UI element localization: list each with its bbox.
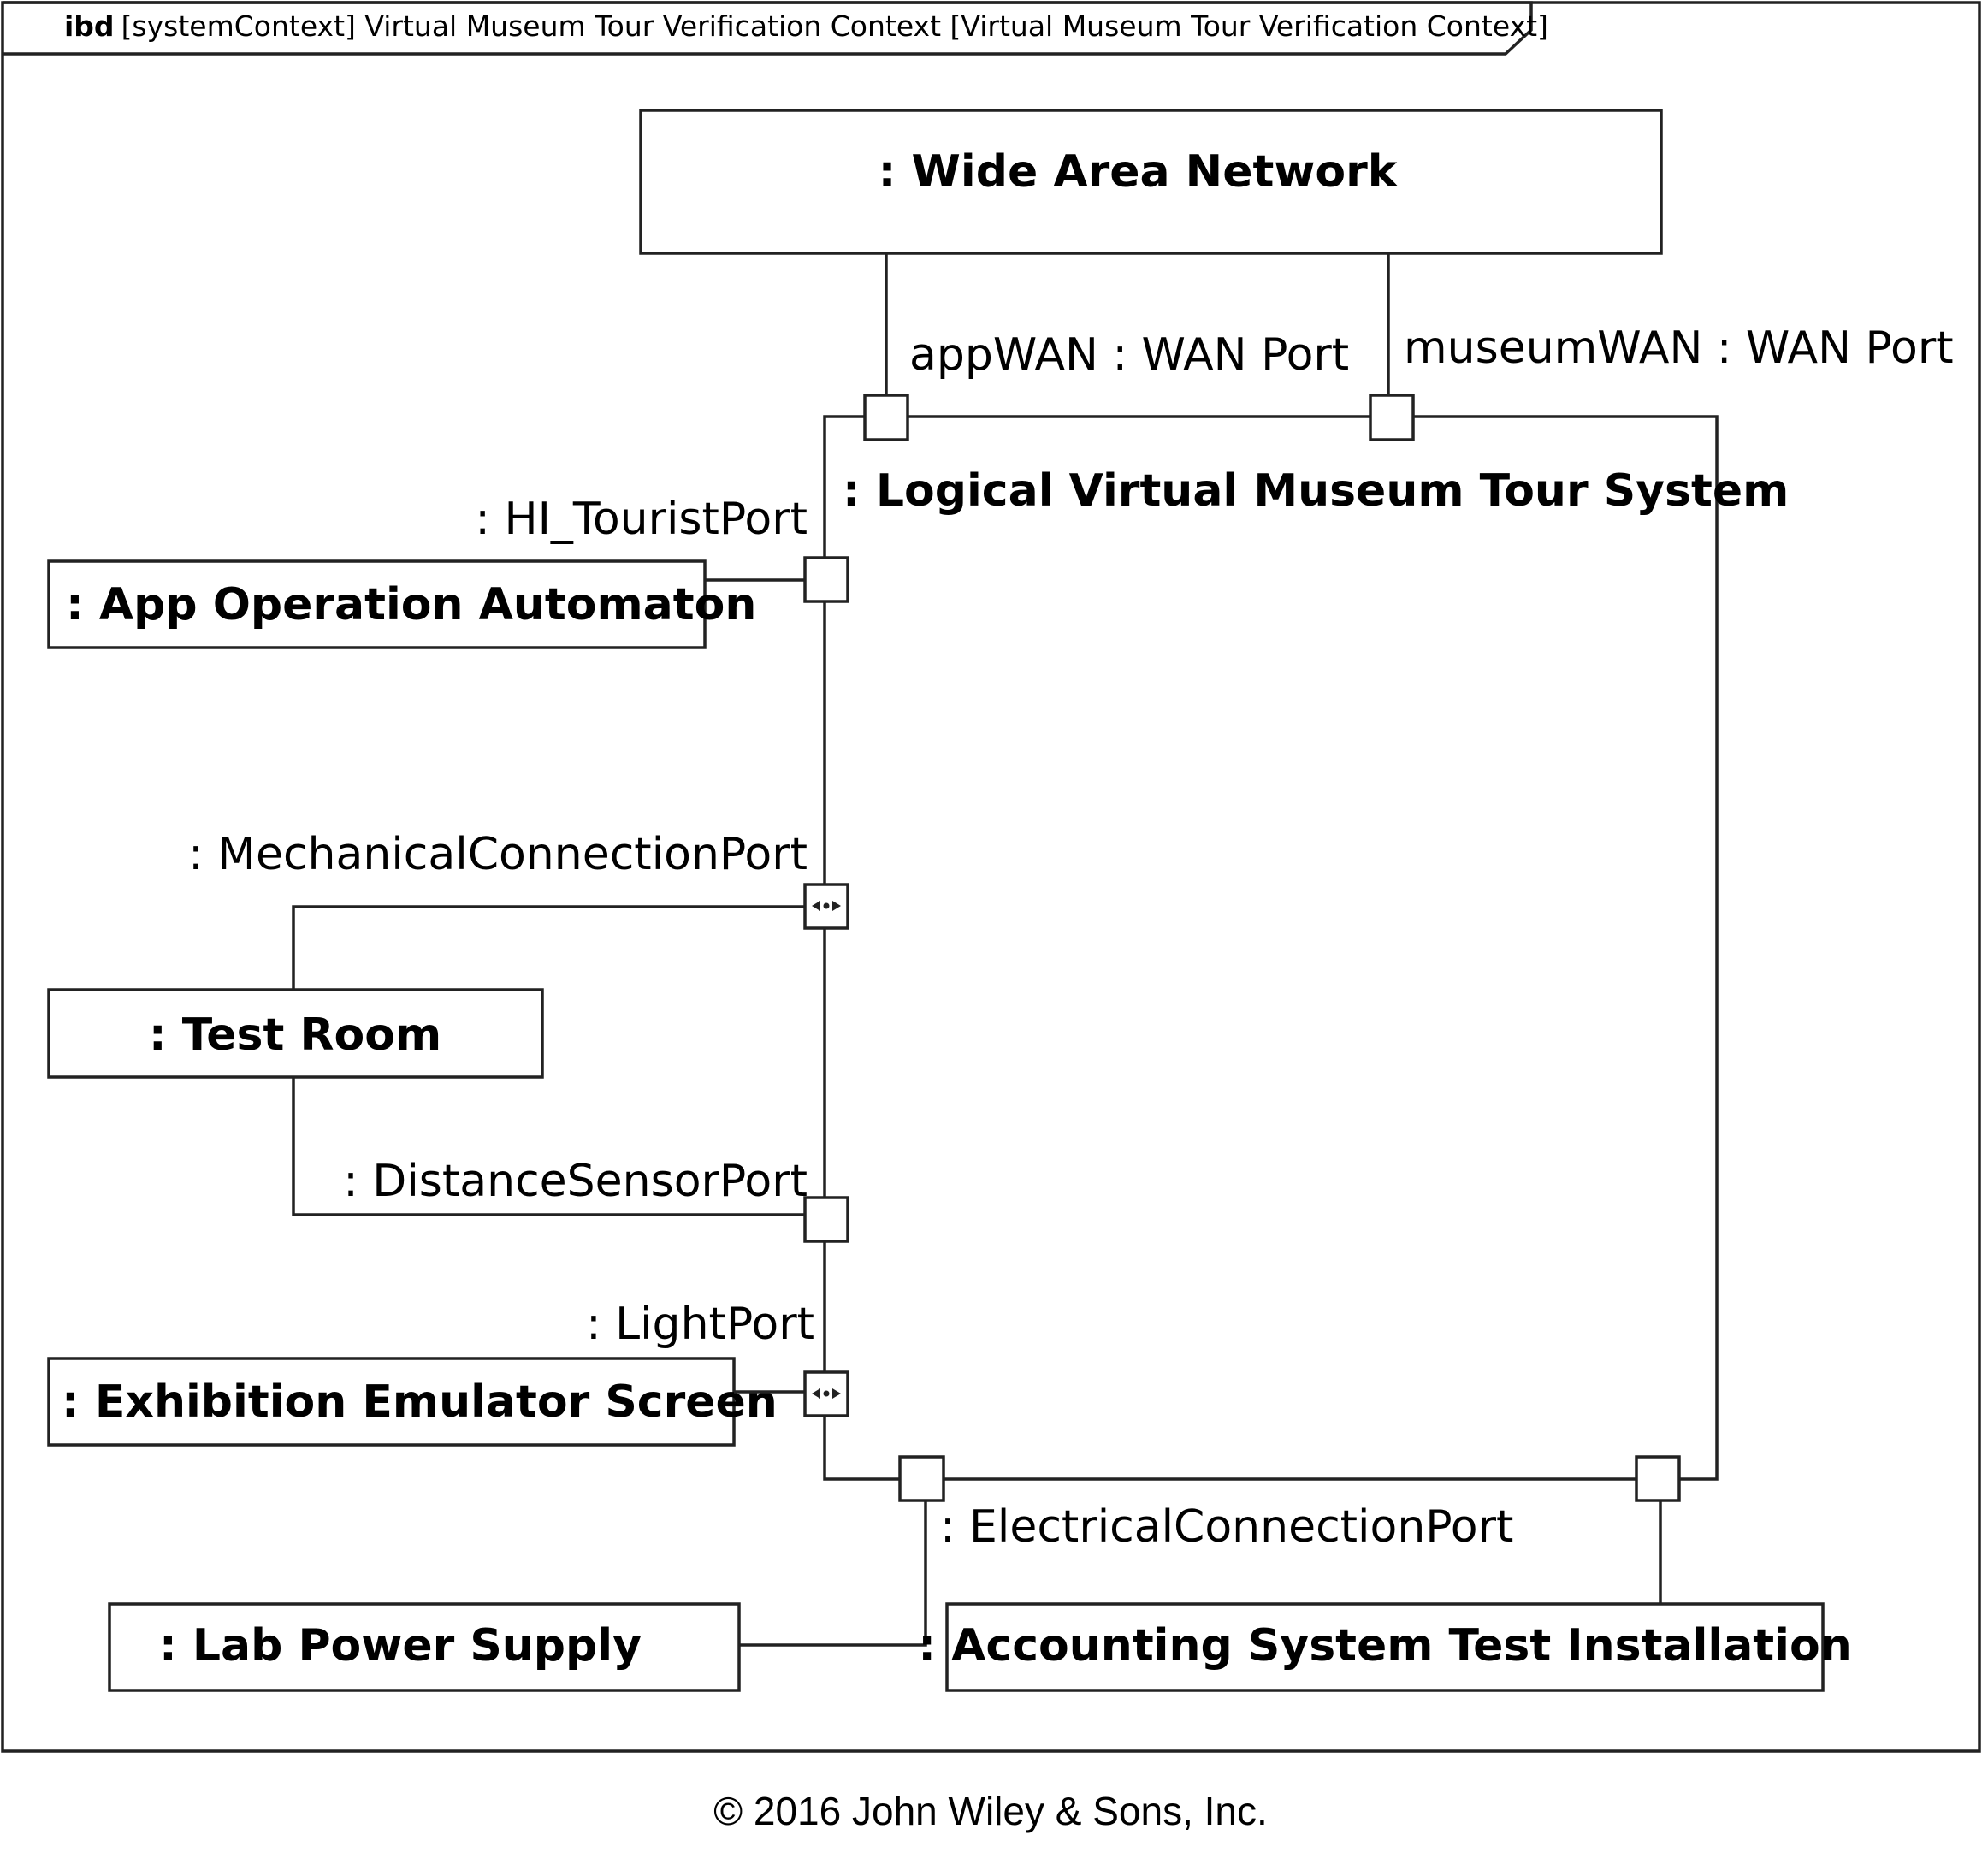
app-automaton-label: : App Operation Automaton bbox=[66, 579, 756, 630]
flow-arrow-icon bbox=[812, 901, 841, 911]
port-label-electrical: : ElectricalConnectionPort bbox=[940, 1501, 1513, 1553]
system-block-label: : Logical Virtual Museum Tour System bbox=[843, 465, 1789, 517]
accounting-label: : Accounting System Test Installation bbox=[918, 1620, 1851, 1672]
port-distance-sensor bbox=[803, 1196, 849, 1243]
port-label-distance-sensor: : DistanceSensorPort bbox=[343, 1156, 808, 1207]
system-block bbox=[823, 415, 1719, 1481]
app-automaton-block bbox=[47, 559, 707, 649]
wan-block-label: : Wide Area Network bbox=[879, 146, 1399, 198]
wan-block bbox=[639, 109, 1663, 255]
port-label-mechanical: : MechanicalConnectionPort bbox=[188, 829, 808, 880]
port-accounting bbox=[1635, 1455, 1681, 1502]
port-hi-tourist bbox=[803, 556, 849, 603]
port-label-museum-wan: museumWAN : WAN Port bbox=[1404, 323, 1954, 374]
connector-electrical bbox=[739, 1500, 927, 1647]
test-room-label: : Test Room bbox=[149, 1009, 441, 1061]
lab-power-block bbox=[108, 1602, 741, 1692]
frame-title: [systemContext] Virtual Museum Tour Veri… bbox=[121, 9, 1548, 43]
test-room-block bbox=[47, 988, 544, 1079]
connector-distance-sensor bbox=[292, 1077, 805, 1216]
frame-header: ibd[systemContext] Virtual Museum Tour V… bbox=[64, 9, 1548, 43]
port-label-light: : LightPort bbox=[586, 1299, 814, 1350]
frame-header-tab bbox=[3, 1, 1533, 56]
connector-mechanical bbox=[292, 905, 805, 990]
accounting-block bbox=[945, 1602, 1825, 1692]
port-electrical bbox=[898, 1455, 945, 1502]
port-museum-wan bbox=[1369, 394, 1415, 441]
flow-arrow-icon bbox=[812, 1388, 841, 1399]
exhibition-screen-block bbox=[47, 1357, 736, 1447]
port-label-hi-tourist: : HI_TouristPort bbox=[475, 494, 808, 545]
port-app-wan bbox=[863, 394, 909, 441]
port-label-app-wan: appWAN : WAN Port bbox=[909, 329, 1349, 381]
lab-power-label: : Lab Power Supply bbox=[159, 1620, 642, 1672]
frame-keyword: ibd bbox=[64, 9, 115, 43]
exhibition-screen-label: : Exhibition Emulator Screen bbox=[62, 1376, 778, 1428]
copyright-notice: © 2016 John Wiley & Sons, Inc. bbox=[713, 1789, 1268, 1833]
port-light bbox=[803, 1370, 849, 1417]
